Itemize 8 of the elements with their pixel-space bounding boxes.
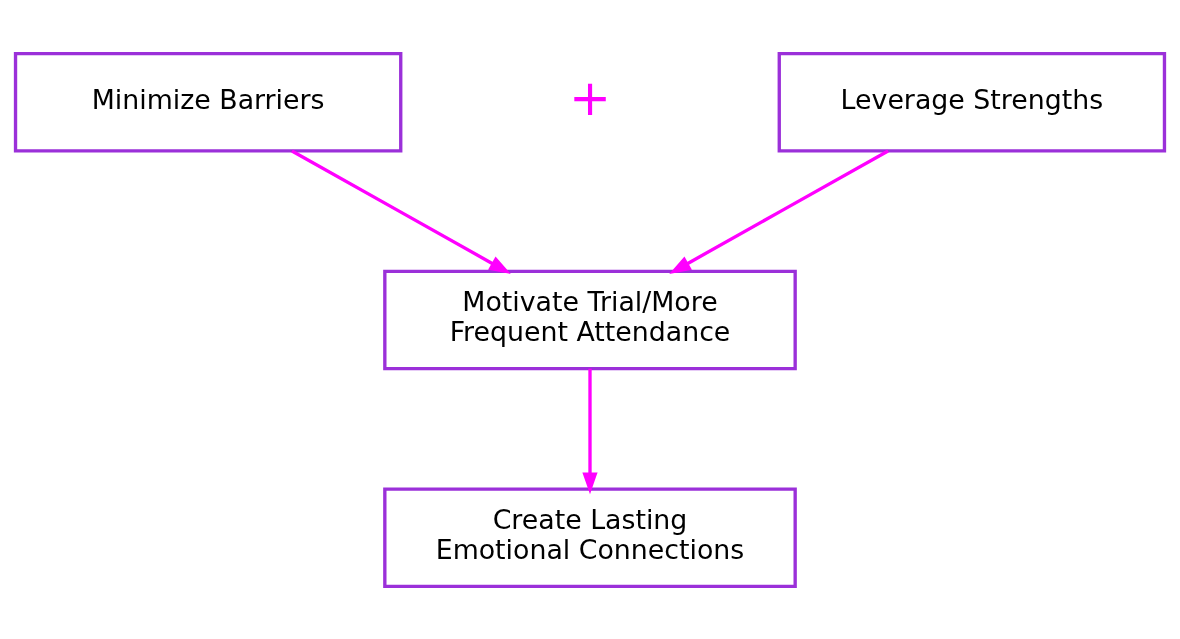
node-box: Minimize Barriers xyxy=(13,51,403,152)
arrow xyxy=(669,149,889,274)
node-box: Motivate Trial/More Frequent Attendance xyxy=(383,269,797,370)
node-box: Create Lasting Emotional Connections xyxy=(383,487,797,588)
label: + xyxy=(568,67,612,127)
arrow xyxy=(582,368,598,494)
arrow xyxy=(291,149,511,274)
node-box: Leverage Strengths xyxy=(777,51,1167,152)
